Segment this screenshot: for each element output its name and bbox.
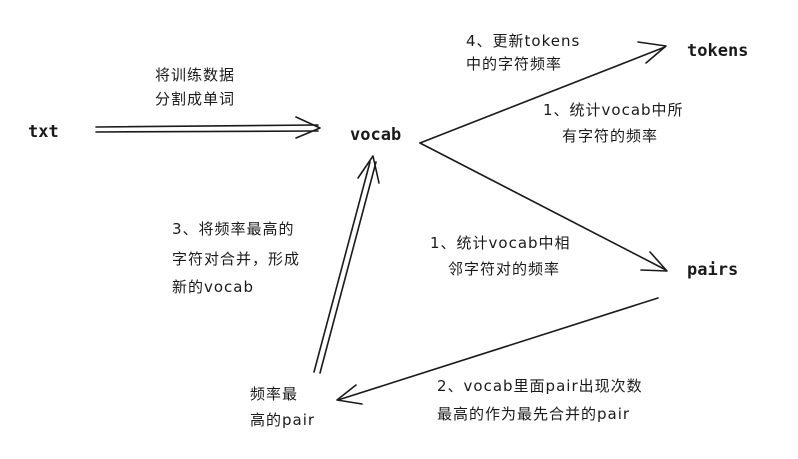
- label-select-max-line-1: 2、vocab里面pair出现次数: [437, 377, 643, 395]
- label-update-tokens-line-2: 中的字符频率: [466, 55, 562, 73]
- arrow-vocab-to-tokens: [419, 41, 667, 144]
- arrow-vocab-to-tokens-line: [419, 46, 666, 144]
- arrow-vocab-to-tokens-head: [637, 41, 667, 64]
- arrow-max-pair-to-vocab-line-2: [319, 161, 377, 374]
- arrow-max-pair-to-vocab: [313, 155, 380, 374]
- label-count-pairs-line-2: 邻字符对的频率: [448, 260, 560, 278]
- node-max-pair: 频率最 高的pair: [250, 385, 315, 429]
- label-select-max-line-2: 最高的作为最先合并的pair: [437, 405, 630, 423]
- label-merge-line-2: 字符对合并，形成: [172, 250, 300, 268]
- label-split: 将训练数据 分割成单词: [155, 66, 235, 108]
- label-count-chars: 1、统计vocab中所 有字符的频率: [543, 101, 684, 145]
- arrow-pairs-to-max-pair: [336, 297, 659, 405]
- label-count-pairs: 1、统计vocab中相 邻字符对的频率: [430, 234, 571, 278]
- label-update-tokens: 4、更新tokens 中的字符频率: [466, 32, 580, 73]
- node-vocab: vocab: [350, 125, 401, 145]
- label-split-line-2: 分割成单词: [155, 90, 235, 108]
- label-merge-line-1: 3、将频率最高的: [172, 220, 295, 238]
- label-count-chars-line-1: 1、统计vocab中所: [543, 101, 684, 119]
- label-count-pairs-line-1: 1、统计vocab中相: [430, 234, 571, 252]
- arrow-pairs-to-max-pair-line: [337, 297, 659, 401]
- arrow-vocab-to-pairs: [419, 142, 668, 272]
- arrow-vocab-to-pairs-line: [419, 142, 667, 271]
- label-select-max: 2、vocab里面pair出现次数 最高的作为最先合并的pair: [437, 377, 643, 423]
- node-max-pair-line-2: 高的pair: [250, 411, 315, 429]
- arrow-txt-to-vocab-line-1: [95, 124, 319, 128]
- node-max-pair-line-1: 频率最: [250, 385, 298, 403]
- arrow-txt-to-vocab-head: [295, 116, 321, 139]
- arrow-max-pair-to-vocab-head: [357, 155, 380, 184]
- label-update-tokens-line-1: 4、更新tokens: [466, 32, 580, 50]
- arrow-txt-to-vocab-line-2: [95, 130, 319, 133]
- node-pairs: pairs: [687, 260, 738, 280]
- label-merge: 3、将频率最高的 字符对合并，形成 新的vocab: [172, 220, 300, 296]
- label-split-line-1: 将训练数据: [155, 66, 235, 84]
- node-txt: txt: [28, 122, 59, 142]
- arrow-txt-to-vocab: [95, 116, 321, 139]
- node-tokens: tokens: [687, 41, 748, 61]
- arrow-pairs-to-max-pair-head: [336, 384, 363, 405]
- label-merge-line-3: 新的vocab: [172, 278, 254, 296]
- arrow-vocab-to-pairs-head: [640, 251, 668, 272]
- arrow-max-pair-to-vocab-line-1: [313, 161, 371, 373]
- label-count-chars-line-2: 有字符的频率: [562, 127, 658, 145]
